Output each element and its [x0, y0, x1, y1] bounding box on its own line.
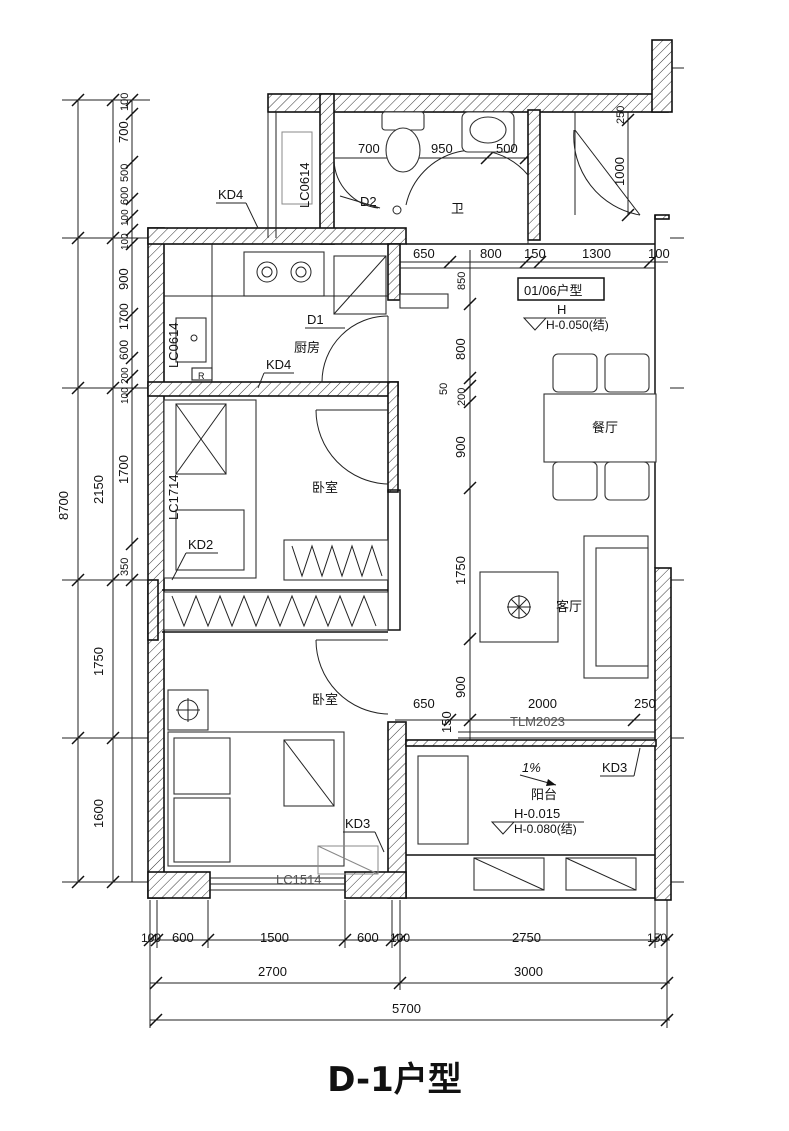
dim-lower-2000: 2000 — [528, 696, 557, 711]
room-label-kitchen: 厨房 — [294, 340, 320, 355]
dim-lower-650: 650 — [413, 696, 435, 711]
dim-center-850: 850 — [456, 272, 468, 290]
dim-top-500: 500 — [496, 141, 518, 156]
tag-tlm2023: TLM2023 — [510, 714, 565, 729]
dim-inner-100a: 100 — [119, 93, 131, 111]
dim-bottom-600b: 600 — [357, 930, 379, 945]
room-label-living: 客厅 — [556, 599, 582, 614]
dimension-texts: 700 950 500 650 800 150 1300 100 650 200… — [56, 93, 670, 1016]
dim-bottom-2700: 2700 — [258, 964, 287, 979]
dim-inner-1700b: 1700 — [116, 455, 131, 484]
dim-center-900a: 900 — [453, 436, 468, 458]
dim-inner-500: 500 — [119, 164, 131, 182]
dim-top-700: 700 — [358, 141, 380, 156]
dim-upper-150: 150 — [524, 246, 546, 261]
dim-inner-600a: 600 — [119, 187, 131, 205]
walls — [147, 39, 673, 901]
page-title: D-1户型 — [327, 1060, 462, 1100]
dim-lower-250: 250 — [634, 696, 656, 711]
dim-bottom-150: 150 — [647, 931, 667, 945]
dim-inner-200: 200 — [120, 367, 131, 384]
tag-kd2: KD2 — [188, 537, 213, 552]
tag-kd3-balcony: KD3 — [602, 760, 627, 775]
tag-lc0614-top: LC0614 — [297, 162, 312, 208]
dim-bottom-5700: 5700 — [392, 1001, 421, 1016]
dim-inner-100c: 100 — [120, 233, 131, 250]
unit-tag: 01/06户型 — [524, 283, 583, 298]
dim-center-200: 200 — [456, 388, 468, 406]
opening-tags: KD4 LC0614 D2 D1 LC0614 KD4 LC1714 KD2 K… — [166, 162, 641, 887]
furniture — [163, 111, 657, 891]
tag-kd3-bedroom: KD3 — [345, 816, 370, 831]
dim-upper-800: 800 — [480, 246, 502, 261]
dim-bottom-2750: 2750 — [512, 930, 541, 945]
dim-inner-1700a: 1700 — [117, 303, 131, 330]
dim-inner-600b: 600 — [117, 340, 131, 360]
dim-center-50: 50 — [438, 383, 450, 395]
slope-label: 1% — [522, 760, 541, 775]
dim-inner-350: 350 — [119, 558, 131, 576]
dim-bottom-100a: 100 — [141, 931, 161, 945]
dim-right-250: 250 — [615, 106, 627, 124]
level-annotations: 01/06户型 H H-0.050(结) H-0.015 H-0.080(结) … — [514, 283, 609, 836]
dimension-lines — [62, 67, 684, 1028]
door-swings — [315, 129, 641, 715]
dim-right-1000: 1000 — [612, 157, 627, 186]
room-label-bedroom-1: 卧室 — [312, 480, 338, 495]
level-balcony-h: H-0.015 — [514, 806, 560, 821]
dim-center-1750: 1750 — [453, 556, 468, 585]
tag-lc1714: LC1714 — [166, 474, 181, 520]
dim-upper-100: 100 — [648, 246, 670, 261]
room-label-bedroom-2: 卧室 — [312, 692, 338, 707]
dim-inner-700: 700 — [116, 121, 131, 143]
tag-kd4-mid: KD4 — [266, 357, 291, 372]
level-main-value: H-0.050(结) — [546, 318, 609, 332]
level-balcony-value: H-0.080(结) — [514, 822, 577, 836]
dim-center-900b: 900 — [453, 676, 468, 698]
tag-r: R — [198, 371, 205, 381]
dim-inner-100b: 100 — [120, 209, 131, 226]
dim-bottom-3000: 3000 — [514, 964, 543, 979]
dim-bottom-600a: 600 — [172, 930, 194, 945]
level-main-h: H — [557, 302, 566, 317]
tag-kd4-top: KD4 — [218, 187, 243, 202]
tag-lc0614-kitchen: LC0614 — [166, 322, 181, 368]
dim-left-1750: 1750 — [91, 647, 106, 676]
tag-lc1514: LC1514 — [276, 872, 322, 887]
dim-inner-100d: 100 — [120, 387, 131, 404]
tag-d1: D1 — [307, 312, 324, 327]
dim-bottom-100b: 100 — [390, 931, 410, 945]
dim-left-1600: 1600 — [91, 799, 106, 828]
dim-upper-650: 650 — [413, 246, 435, 261]
dim-top-950: 950 — [431, 141, 453, 156]
dim-center-800: 800 — [453, 338, 468, 360]
dim-bottom-1500: 1500 — [260, 930, 289, 945]
dim-balcony-150: 150 — [439, 711, 454, 733]
dim-left-2150: 2150 — [91, 475, 106, 504]
dim-upper-1300: 1300 — [582, 246, 611, 261]
dim-inner-900: 900 — [116, 268, 131, 290]
room-label-dining: 餐厅 — [592, 420, 618, 435]
room-label-toilet: 卫 — [451, 201, 464, 216]
room-labels: 卫 厨房 卧室 卧室 餐厅 客厅 阳台 — [294, 201, 618, 802]
room-label-balcony: 阳台 — [531, 787, 557, 802]
dim-left-total: 8700 — [56, 491, 71, 520]
